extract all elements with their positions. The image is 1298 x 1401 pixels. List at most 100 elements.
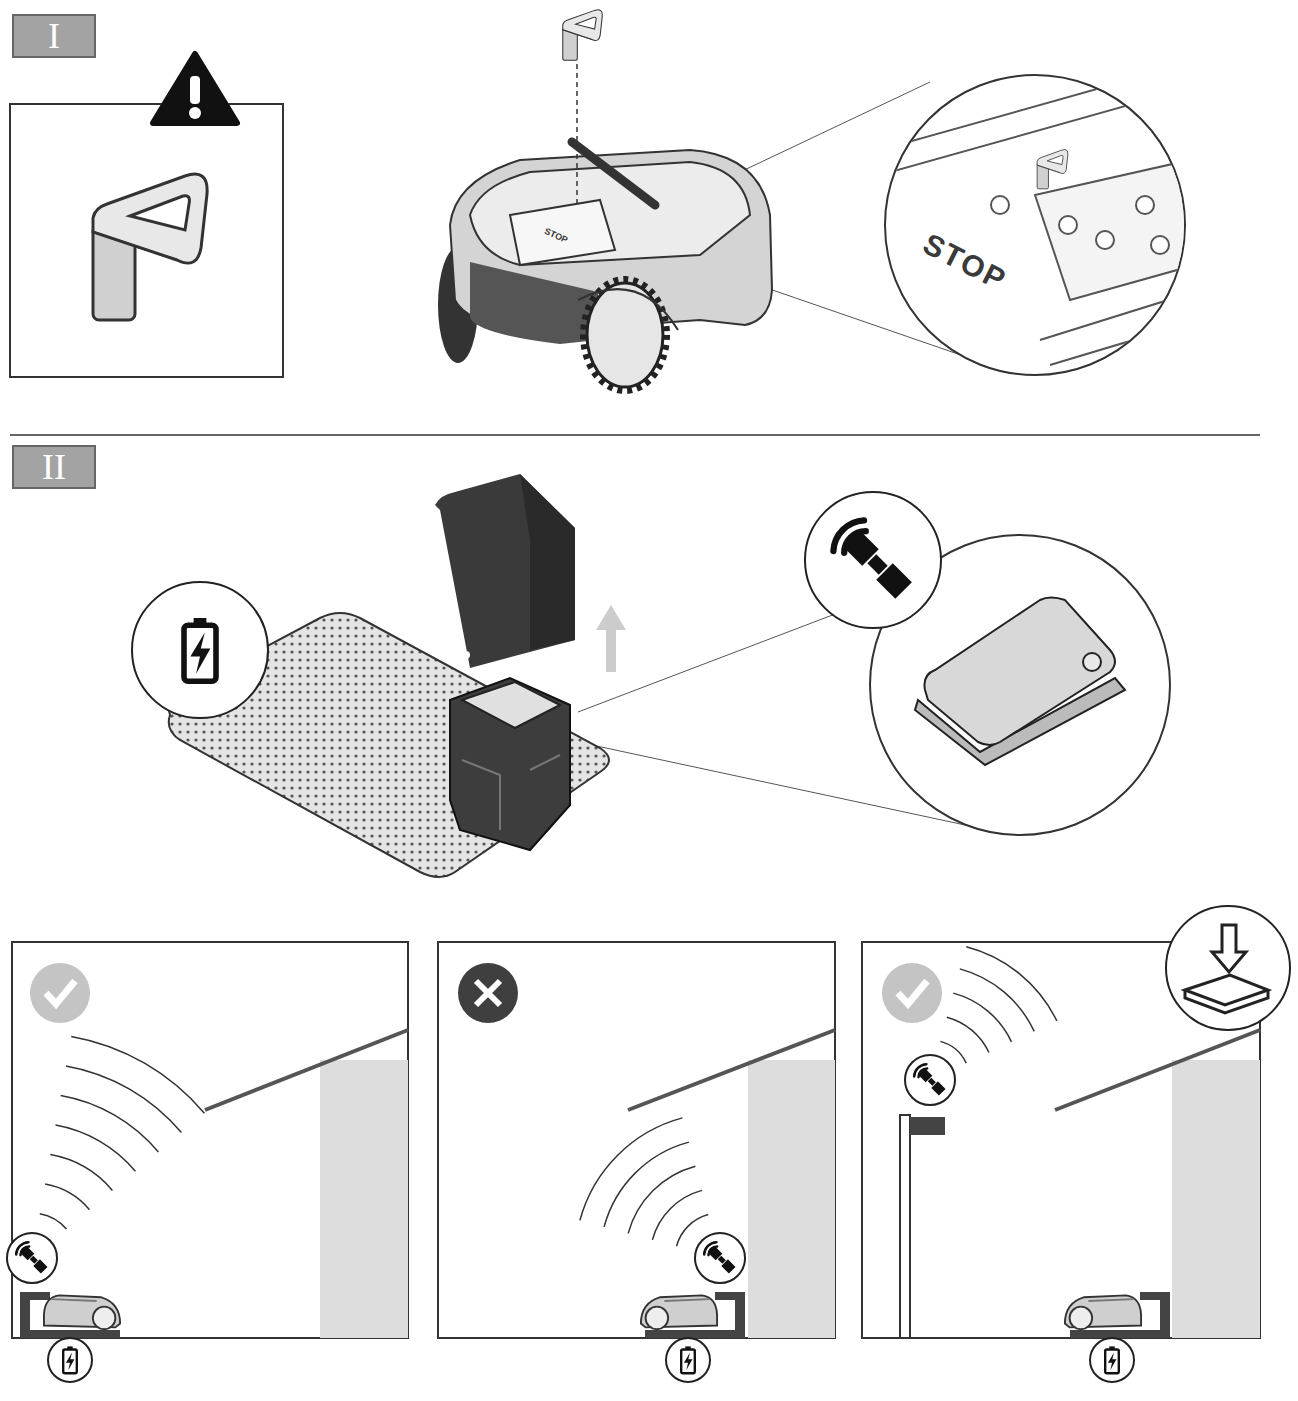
placement-panel (666, 1338, 710, 1382)
placement-panel (1065, 1295, 1141, 1329)
placement-panel (30, 963, 90, 1023)
placement-panel (16, 1242, 47, 1273)
placement-panel (882, 963, 942, 1023)
zoom-circle (880, 60, 1200, 365)
mower-illustration (572, 142, 655, 205)
placement-panel (704, 1242, 735, 1273)
zoom-circle (1059, 216, 1077, 234)
mower-illustration (510, 200, 615, 265)
warning-box (153, 54, 237, 123)
satellite-icon (833, 520, 911, 598)
placement-panel (947, 1017, 989, 1052)
placement-panel (44, 1295, 120, 1329)
placement-panel (910, 1117, 945, 1135)
mower-illustration (576, 64, 578, 206)
placement-panel (940, 947, 1056, 1063)
warning-box (93, 174, 207, 320)
placement-panel (48, 1338, 92, 1382)
charging-station (462, 651, 470, 659)
placement-panel (1090, 1338, 1134, 1382)
zoom-circle (1037, 150, 1068, 189)
mower-illustration (470, 262, 598, 344)
separator-line (10, 434, 1260, 436)
satellite-icon (805, 492, 941, 628)
placement-panel (953, 993, 1011, 1042)
charging-station (169, 474, 965, 877)
section-number: I (12, 14, 96, 58)
zoom-circle (1096, 231, 1114, 249)
placement-panel (1212, 925, 1246, 972)
placement-panel (30, 963, 90, 1023)
charging-station (435, 474, 575, 668)
placement-panel (12, 942, 408, 1338)
placement-panel (320, 1060, 408, 1338)
placement-panel (580, 1118, 708, 1246)
placement-panel (628, 1030, 835, 1110)
placement-panel (50, 1155, 112, 1191)
mower-illustration (583, 279, 667, 391)
zoom-circle (1050, 320, 1200, 365)
placement-panel (205, 1030, 408, 1110)
placement-panel (458, 963, 518, 1023)
zoom-circle (880, 60, 1200, 375)
placement-panel (604, 1142, 689, 1227)
zoom-circle (1040, 290, 1200, 340)
placement-panel (628, 1166, 695, 1233)
charging-station (520, 474, 575, 650)
mower-illustration (563, 10, 603, 60)
placement-panel (580, 1118, 683, 1221)
placement-panel (652, 1190, 702, 1240)
satellite-icon (805, 492, 941, 628)
placement-panel (40, 1036, 205, 1229)
placement-panel (898, 981, 927, 1004)
placement-panel (900, 1115, 910, 1338)
battery-icon (132, 582, 268, 718)
placement-panel (458, 963, 518, 1023)
warning-box (189, 107, 201, 119)
zoom-circle (1035, 160, 1195, 300)
zoom-circle (1136, 196, 1154, 214)
section-label: II (42, 449, 66, 485)
placement-panel (438, 942, 835, 1338)
section-number: II (12, 445, 96, 489)
placement-panel (476, 981, 500, 1005)
placement-panel (960, 969, 1034, 1032)
placement-panel (882, 963, 942, 1023)
placement-panel (966, 947, 1057, 1021)
warning-box (10, 104, 283, 377)
zoom-circle (880, 60, 1200, 150)
placement-panel (905, 1055, 955, 1105)
placement-panel (1172, 1060, 1260, 1338)
placement-panel (681, 1346, 695, 1373)
zoom-circle (1083, 653, 1101, 671)
zoom-circle (924, 598, 1115, 746)
placement-panel (1166, 906, 1290, 1030)
charging-station (450, 678, 570, 850)
placement-panel (7, 1233, 57, 1283)
battery-icon (132, 582, 268, 718)
placement-panel (641, 1295, 717, 1329)
placement-panel (438, 942, 835, 1382)
placement-panel (45, 1184, 89, 1210)
placement-panel (748, 1060, 835, 1338)
placement-panel (20, 1292, 120, 1338)
mower-illustration (578, 289, 678, 330)
mower-illustration (470, 162, 750, 265)
charging-station (462, 682, 560, 728)
placement-panel (44, 1295, 120, 1329)
charging-station (596, 605, 626, 672)
charging-station (462, 755, 560, 830)
placement-panel (1055, 1030, 1260, 1110)
placement-panel (862, 906, 1290, 1382)
placement-panel (56, 1125, 136, 1171)
placement-panel (40, 1214, 67, 1229)
battery-icon (184, 618, 216, 681)
placement-panel (695, 1233, 745, 1283)
placement-panel (1185, 975, 1268, 1005)
placement-panel (46, 981, 75, 1004)
placement-panel (63, 1346, 77, 1373)
placement-panel (7, 942, 408, 1382)
placement-panel (914, 1064, 945, 1095)
